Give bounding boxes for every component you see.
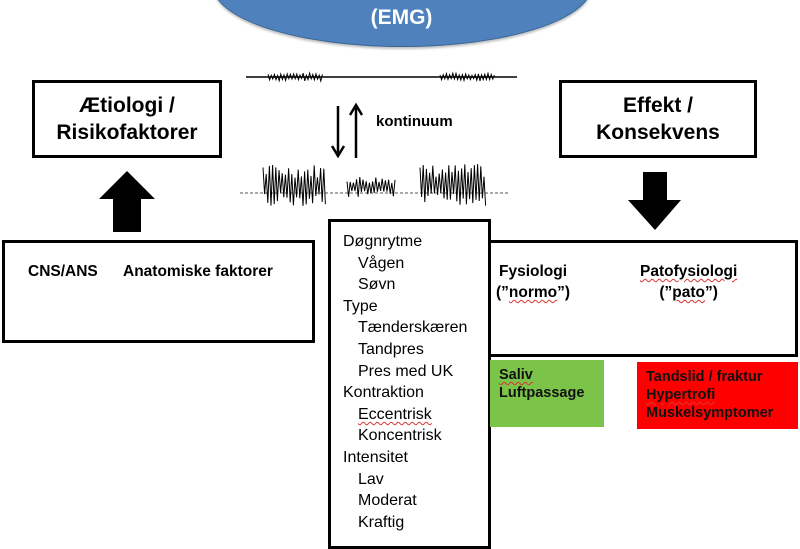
etiology-title-line2: Risikofaktorer [56, 121, 198, 144]
list-heading: Type [343, 296, 467, 318]
emg-bottom-burst [262, 164, 326, 206]
list-subitem: Kraftig [343, 512, 467, 534]
list-item-text: Kontraktion [343, 384, 424, 402]
list-item-text: Søvn [358, 276, 396, 294]
list-item-text: Lav [358, 470, 384, 488]
quote-close: ”) [705, 284, 718, 301]
quote-open: (” [659, 284, 673, 301]
down-arrow-icon [330, 106, 346, 159]
effect-box: Effekt / Konsekvens [559, 80, 757, 158]
list-subitem: Søvn [343, 274, 467, 296]
effect-title-line1: Effekt / [622, 94, 693, 117]
pathophysiology-label-line2: (”pato”) [640, 282, 737, 303]
quote-close: ”) [557, 284, 571, 301]
list-item-text: Kraftig [358, 513, 405, 531]
outcome-item: Saliv [499, 367, 533, 383]
emg-top-burst [439, 71, 495, 83]
list-subitem: Eccentrisk [343, 404, 467, 426]
up-block-arrow-icon [99, 171, 155, 232]
list-subitem: Pres med UK [343, 361, 467, 383]
outcome-item: Hypertrofi [646, 387, 716, 403]
pato-word: pato [672, 284, 706, 301]
list-heading: Kontraktion [343, 382, 467, 404]
physiology-label-line1: Fysiologi [499, 263, 568, 280]
continuum-label: kontinuum [376, 113, 453, 130]
list-item-text: Moderat [358, 492, 417, 510]
list-heading: Døgnrytme [343, 231, 467, 253]
list-item-text: Type [343, 297, 378, 315]
list-subitem: Tænderskæren [343, 317, 467, 339]
list-subitem: Vågen [343, 253, 467, 275]
emg-bottom-burst [346, 177, 396, 197]
effect-balance-box [486, 240, 798, 357]
anatomical-factors-label: Anatomiske faktorer [123, 263, 273, 280]
cns-ans-label: CNS/ANS [28, 263, 98, 280]
list-subitem: Koncentrisk [343, 425, 467, 447]
etiology-title-line1: Ætiologi / [79, 94, 175, 117]
emg-bottom-bursts [262, 164, 487, 206]
list-subitem: Tandpres [343, 339, 467, 361]
outcome-item: Tandslid / fraktur [646, 369, 763, 385]
physiology-label: Fysiologi (”normo”) [496, 261, 570, 303]
emg-label: (EMG) [370, 6, 433, 29]
list-item-text: Tandpres [358, 340, 424, 358]
emg-top-bursts [267, 71, 495, 83]
list-subitem: Moderat [343, 490, 467, 512]
emg-top-burst [267, 71, 323, 83]
list-item-text: Eccentrisk [358, 405, 432, 423]
list-item-text: Pres med UK [358, 362, 454, 380]
emg-bottom-burst [419, 164, 487, 206]
list-item-text: Koncentrisk [358, 427, 442, 445]
effect-title-line2: Konsekvens [596, 121, 720, 144]
list-item-text: Døgnrytme [343, 233, 423, 250]
quote-open: (” [496, 284, 509, 301]
list-item-text: Intensitet [343, 448, 408, 466]
normo-word: normo [508, 284, 558, 301]
outcome-item: Muskelsymptomer [646, 405, 774, 421]
list-subitem: Lav [343, 469, 467, 491]
up-arrow-icon [348, 102, 364, 158]
list-item-text: Tænderskæren [358, 319, 468, 337]
down-block-arrow-icon [628, 172, 681, 230]
risk-balance-box [2, 240, 315, 343]
etiology-box: Ætiologi / Risikofaktorer [32, 80, 222, 158]
pathophysiology-label-line1: Patofysiologi [640, 263, 738, 280]
outcome-item: Luftpassage [499, 385, 585, 401]
list-item-text: Vågen [358, 254, 405, 272]
list-heading: Intensitet [343, 447, 467, 469]
physiology-label-line2: (”normo”) [496, 282, 570, 303]
pathophysiology-label: Patofysiologi (”pato”) [640, 261, 737, 303]
